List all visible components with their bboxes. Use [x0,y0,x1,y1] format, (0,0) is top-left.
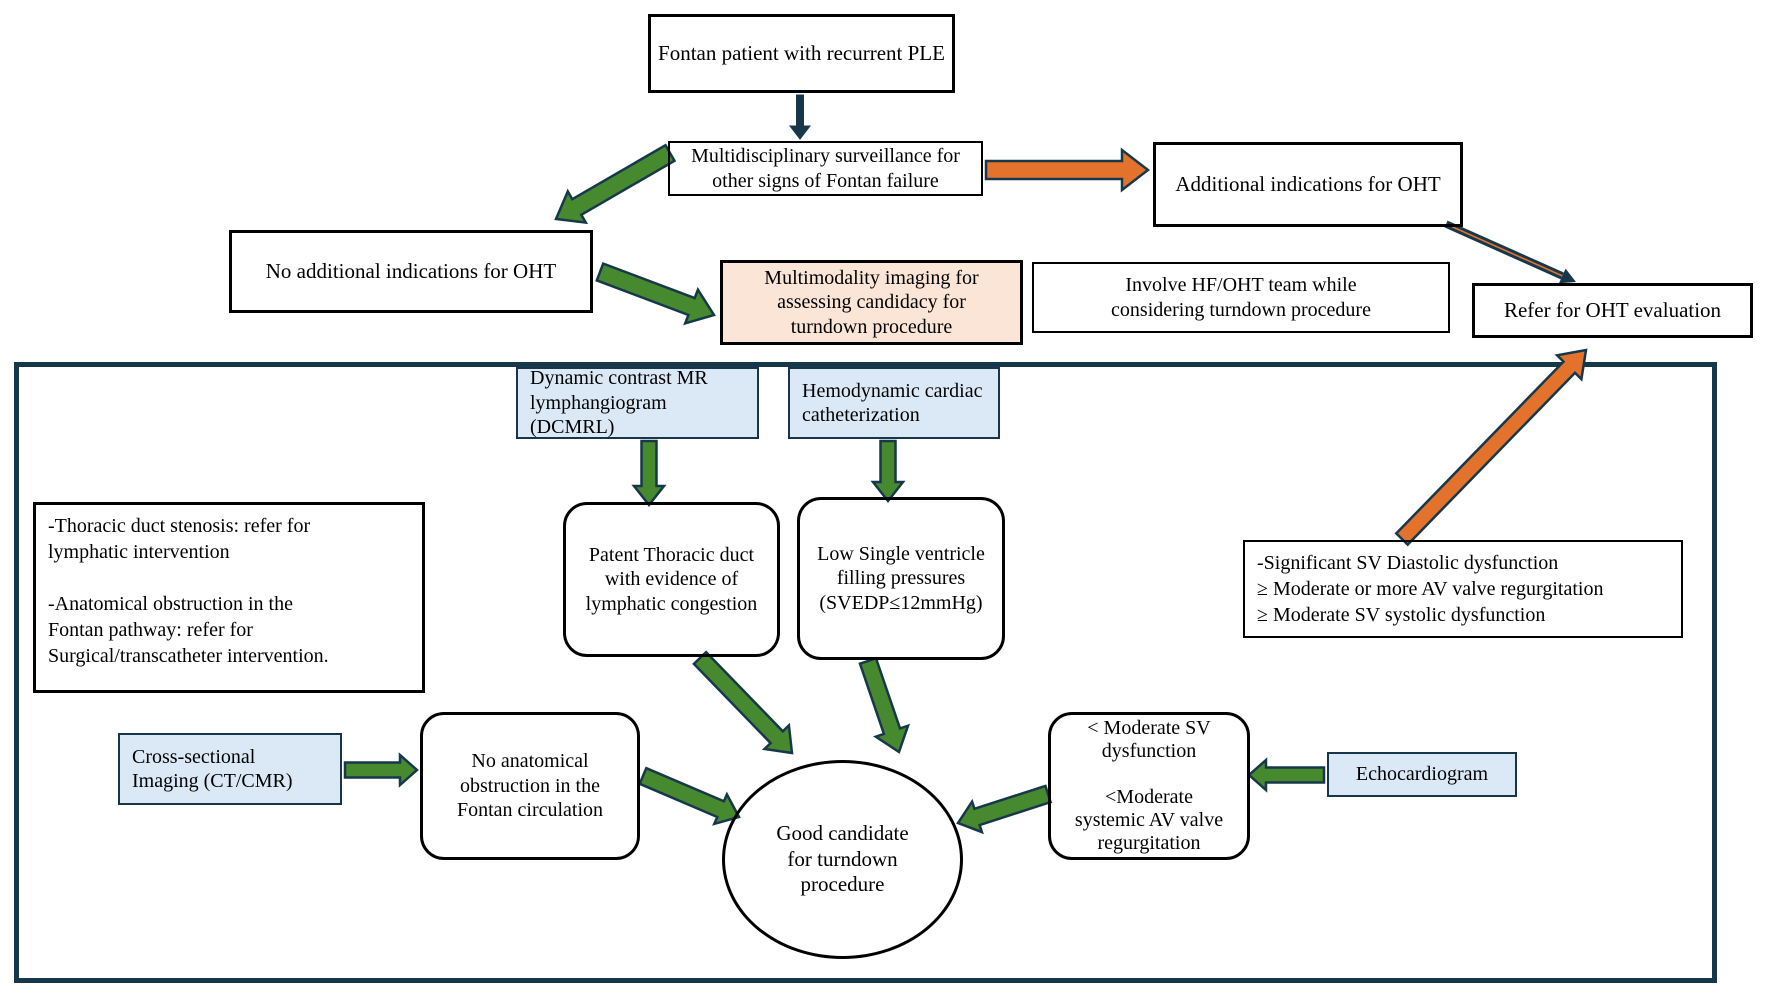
box-refer-oht-evaluation: Refer for OHT evaluation [1472,283,1753,338]
box-no-anatomical-obstruction: No anatomical obstruction in the Fontan … [420,712,640,860]
box-additional-indications-oht: Additional indications for OHT [1153,142,1463,227]
box-patent-thoracic-duct: Patent Thoracic duct with evidence of ly… [563,502,780,657]
box-oht-referral-criteria: -Significant SV Diastolic dysfunction ≥ … [1243,540,1683,638]
assessment-panel-frame [14,362,1717,983]
box-cross-sectional-imaging: Cross-sectional Imaging (CT/CMR) [118,733,342,805]
box-involve-hf-oht-team: Involve HF/OHT team while considering tu… [1032,262,1450,333]
box-lymphatic-findings-referrals: -Thoracic duct stenosis: refer for lymph… [33,502,425,693]
box-echocardiogram: Echocardiogram [1327,752,1517,797]
box-no-additional-indications-oht: No additional indications for OHT [229,230,593,313]
box-hemodynamic-catheterization: Hemodynamic cardiac catheterization [788,367,1000,439]
box-moderate-sv-criteria: < Moderate SV dysfunction <Moderate syst… [1048,712,1250,860]
box-multimodality-imaging: Multimodality imaging for assessing cand… [720,260,1023,345]
box-dcmrl: Dynamic contrast MR lymphangiogram (DCMR… [516,367,759,439]
box-multidisciplinary-surveillance: Multidisciplinary surveillance for other… [668,141,983,196]
ellipse-good-candidate-turndown: Good candidate for turndown procedure [722,760,963,959]
box-fontan-patient-recurrent-ple: Fontan patient with recurrent PLE [648,14,955,93]
box-low-sv-filling-pressures: Low Single ventricle filling pressures (… [797,497,1005,660]
